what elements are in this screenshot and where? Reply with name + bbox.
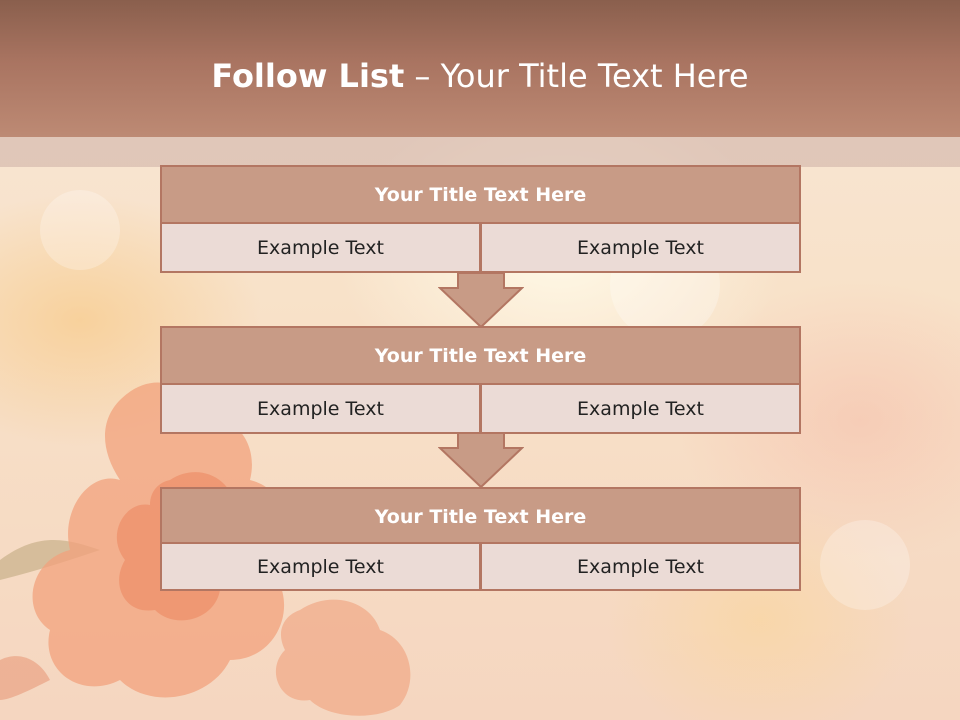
step-cell-right: Example Text	[480, 383, 801, 434]
step-title: Your Title Text Here	[160, 165, 801, 224]
step-title: Your Title Text Here	[160, 487, 801, 546]
slide-title-rest: – Your Title Text Here	[404, 57, 749, 95]
step-cell-left: Example Text	[160, 542, 481, 591]
step-cell-left: Example Text	[160, 383, 481, 434]
step-title: Your Title Text Here	[160, 326, 801, 385]
down-arrow-icon	[438, 272, 524, 328]
down-arrow-icon	[438, 432, 524, 488]
slide-title-bold: Follow List	[211, 57, 405, 95]
header-strip	[0, 137, 960, 167]
step-cell-right: Example Text	[480, 542, 801, 591]
step-cell-right: Example Text	[480, 222, 801, 273]
bokeh-light	[820, 520, 910, 610]
bokeh-light	[40, 190, 120, 270]
slide-title: Follow List – Your Title Text Here	[0, 54, 960, 98]
header-band	[0, 0, 960, 137]
step-cell-left: Example Text	[160, 222, 481, 273]
